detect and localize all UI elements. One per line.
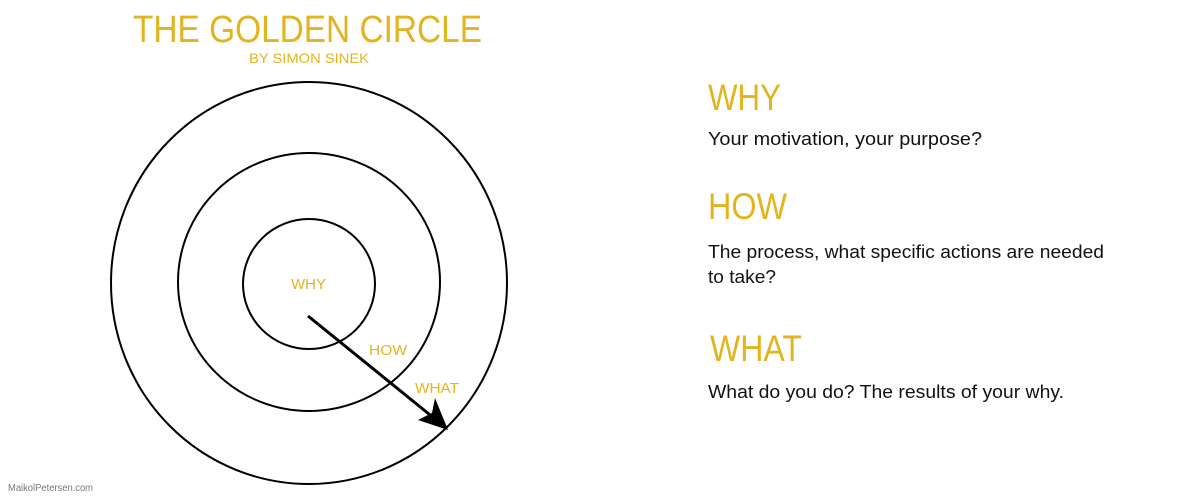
subtitle: BY SIMON SINEK xyxy=(249,50,370,66)
heading-how: HOW xyxy=(708,186,787,227)
middle-circle-how xyxy=(177,152,441,412)
circle-label-what: WHAT xyxy=(415,380,459,397)
desc-how-line2: to take? xyxy=(708,267,776,287)
arrow xyxy=(307,314,441,425)
circle-label-how: HOW xyxy=(369,342,408,359)
heading-what: WHAT xyxy=(710,328,802,369)
circle-label-why: WHY xyxy=(291,276,326,293)
inner-circle-why xyxy=(242,218,376,350)
desc-how-line1: The process, what specific actions are n… xyxy=(708,242,1104,262)
arrow-head-icon xyxy=(418,398,448,430)
desc-why: Your motivation, your purpose? xyxy=(708,129,982,149)
title: THE GOLDEN CIRCLE xyxy=(133,9,482,51)
credit: MaikolPetersen.com xyxy=(8,483,93,494)
heading-why: WHY xyxy=(708,77,781,118)
outer-circle-what xyxy=(110,81,508,485)
desc-what: What do you do? The results of your why. xyxy=(708,382,1064,402)
